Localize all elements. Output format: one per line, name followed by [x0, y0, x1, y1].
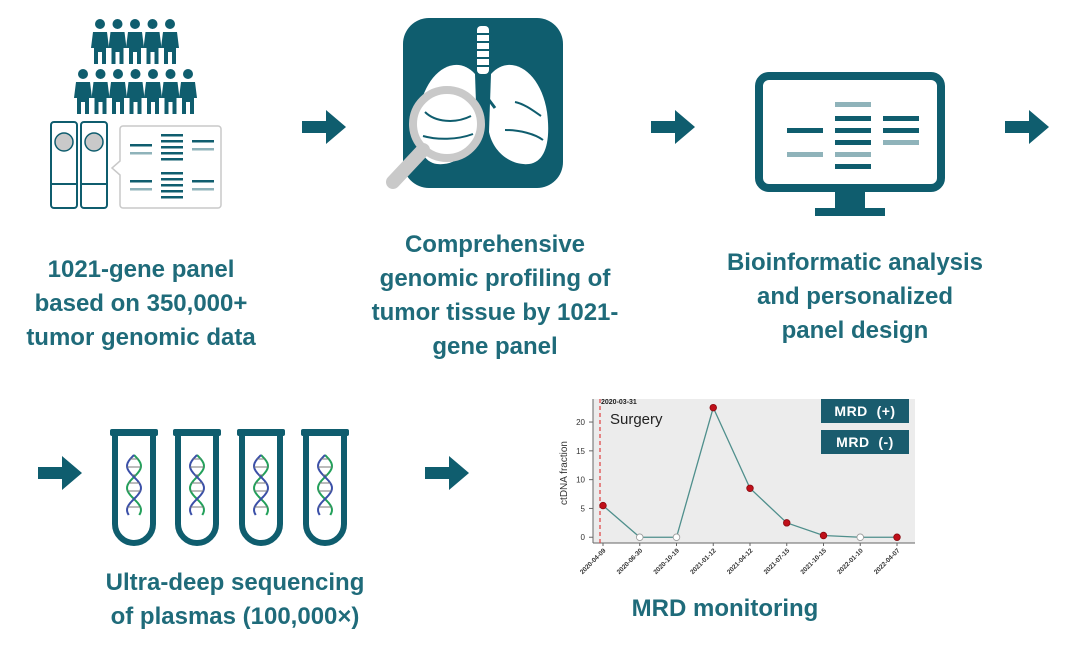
data-point: [819, 531, 828, 540]
x-tick-label: 2021-01-12: [689, 547, 718, 576]
legend-mrd-positive: MRD (+): [821, 399, 909, 423]
step2-line1: Comprehensive: [404, 231, 586, 258]
legend-mrd-negative: MRD (-): [821, 430, 909, 454]
data-point: [893, 533, 901, 541]
data-point: [709, 403, 717, 412]
x-tick-label: 2021-04-12: [726, 547, 755, 576]
x-tick-label: 2022-01-10: [836, 547, 865, 576]
step5-line1: MRD monitoring: [631, 595, 819, 622]
step4-label: Ultra-deep sequencing of plasmas (100,00…: [80, 566, 390, 634]
step2-line3: tumor tissue by 1021-: [371, 299, 619, 326]
chart-axes: [592, 399, 915, 544]
x-tick-label: 2020-04-09: [579, 547, 608, 576]
step3-line2: and personalized: [756, 283, 954, 310]
y-tick-label: 15: [576, 447, 585, 456]
chart-plot-area: [593, 399, 915, 543]
legend-mrd-negative-text: MRD (-): [836, 434, 894, 450]
data-point: [599, 501, 607, 510]
step1-line2: based on 350,000+: [34, 290, 248, 317]
lungs-magnifier-icon: [386, 18, 563, 189]
x-tick-label: 2022-04-07: [873, 547, 902, 576]
data-point: [746, 484, 754, 492]
data-point: [636, 533, 644, 541]
data-point: [783, 519, 791, 527]
y-tick-label: 5: [581, 504, 586, 513]
y-tick-label: 0: [581, 533, 586, 542]
surgery-label: Surgery: [610, 411, 663, 428]
step2-line4: gene panel: [432, 333, 558, 360]
step2-line2: genomic profiling of: [379, 265, 611, 292]
y-tick-label: 20: [576, 418, 585, 427]
surgery-date-label: 2020-03-31: [601, 399, 637, 406]
step1-label: 1021-gene panel based on 350,000+ tumor …: [10, 253, 272, 355]
step1-line1: 1021-gene panel: [47, 256, 235, 283]
step3-label: Bioinformatic analysis and personalized …: [700, 246, 1010, 348]
arrow-right-icon: [425, 456, 469, 490]
arrow-right-icon: [302, 110, 346, 144]
x-tick-label: 2021-10-15: [799, 547, 828, 576]
x-tick-label: 2020-06-30: [616, 547, 645, 576]
test-tubes-dna-icon: [110, 429, 349, 546]
arrow-right-icon: [1005, 110, 1049, 144]
data-point: [856, 533, 864, 541]
arrow-right-icon: [651, 110, 695, 144]
population-icon: [74, 19, 197, 114]
step1-line3: tumor genomic data: [26, 324, 256, 351]
data-point: [672, 533, 681, 541]
y-axis-label: ctDNA fraction: [559, 441, 570, 505]
legend-mrd-positive-text: MRD (+): [834, 403, 896, 419]
y-tick-label: 10: [576, 476, 585, 485]
x-tick-label: 2020-10-19: [652, 547, 681, 576]
sample-panel-icon: [50, 121, 222, 209]
step4-line2: of plasmas (100,000×): [110, 603, 360, 630]
step5-label: MRD monitoring: [590, 592, 860, 626]
arrow-right-icon: [38, 456, 82, 490]
mrd-chart: ctDNA fraction 0 5 10 15 20 2020-03-31Surgery…: [559, 399, 915, 576]
step3-line3: panel design: [781, 317, 929, 344]
step4-line1: Ultra-deep sequencing: [105, 569, 365, 596]
monitor-icon: [755, 72, 945, 216]
step3-line1: Bioinformatic analysis: [726, 249, 984, 276]
x-tick-label: 2021-07-15: [763, 547, 792, 576]
step2-label: Comprehensive genomic profiling of tumor…: [345, 228, 645, 364]
